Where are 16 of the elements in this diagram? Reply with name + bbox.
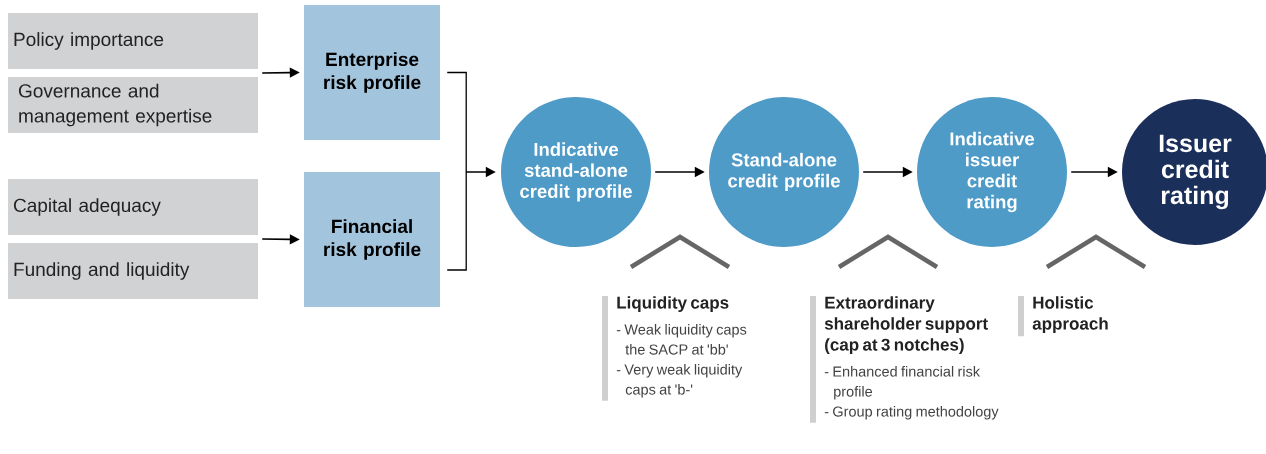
note-block: Liquidity caps - Weak liquidity caps the SACP at 'bb' - Very weak liquidity caps at 'b-' xyxy=(602,296,747,401)
node-label: - Group rating methodology xyxy=(824,406,999,420)
input-box: Policy importance xyxy=(8,13,258,69)
note-block: Holistic approach xyxy=(1018,296,1108,337)
risk-profile-box: Enterprise risk profile xyxy=(304,5,440,140)
node-label: - Weak liquidity caps the SACP at 'bb' xyxy=(616,324,747,355)
input-box: Governance and management expertise xyxy=(8,77,258,133)
node-label: Extraordinary shareholder support (cap at 3 notches) xyxy=(824,296,988,355)
input-box: Funding and liquidity xyxy=(8,243,258,299)
note-block: Extraordinary shareholder support (cap at 3 notches) - Enhanced financial risk profile - Group rating methodology xyxy=(810,296,999,423)
input-box: Capital adequacy xyxy=(8,179,258,235)
node-label: - Very weak liquidity caps at 'b-' xyxy=(616,364,743,398)
node-label: Liquidity caps xyxy=(617,296,729,313)
node-label: Holistic approach xyxy=(1032,296,1108,334)
node-label: - Enhanced financial risk profile xyxy=(824,366,981,400)
risk-profile-box: Financial risk profile xyxy=(304,172,440,307)
